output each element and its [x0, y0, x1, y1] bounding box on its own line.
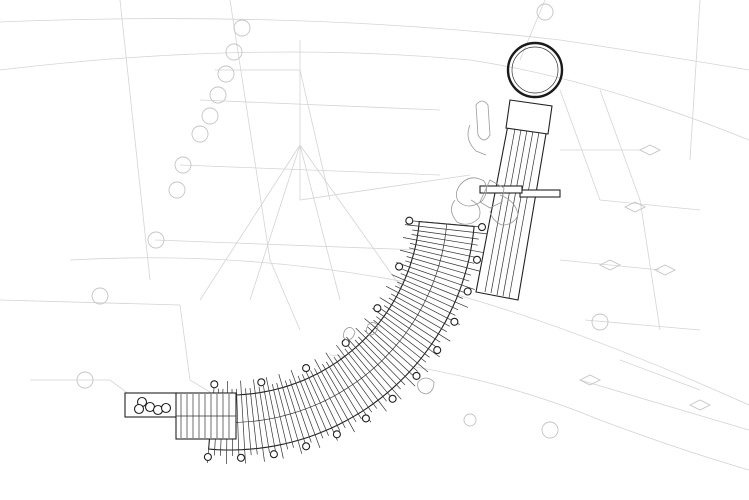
slat	[249, 387, 258, 455]
support-post	[472, 255, 482, 264]
slat	[322, 363, 357, 423]
slat	[314, 359, 355, 433]
support-post	[477, 223, 487, 232]
support-post	[203, 452, 212, 462]
slat	[391, 274, 469, 308]
slat	[344, 348, 387, 402]
slat	[310, 370, 341, 431]
slat	[372, 308, 440, 358]
slat	[301, 374, 329, 436]
slat	[354, 339, 401, 390]
slat	[367, 326, 419, 372]
support-post	[412, 371, 421, 380]
support-post	[373, 304, 382, 313]
slat	[404, 224, 488, 235]
slat	[240, 380, 246, 464]
slat	[364, 318, 429, 373]
slat	[412, 229, 479, 240]
human-figures	[343, 100, 519, 395]
slat	[265, 377, 284, 459]
slat	[336, 344, 387, 412]
slat	[376, 316, 430, 358]
slat	[253, 379, 265, 462]
slat	[263, 385, 276, 452]
slat	[333, 356, 372, 413]
slat	[396, 262, 475, 290]
slat	[289, 378, 312, 443]
slat	[388, 297, 447, 333]
slat	[408, 247, 475, 264]
radial-slats	[207, 220, 488, 465]
slat	[373, 319, 427, 363]
support-post	[302, 442, 311, 451]
slat	[271, 384, 289, 450]
support-post	[405, 216, 414, 225]
support-post	[302, 364, 311, 373]
slat	[402, 237, 485, 254]
support-post	[332, 430, 341, 439]
support-post	[395, 262, 404, 271]
slat	[276, 382, 294, 448]
slat	[400, 273, 464, 299]
support-posts	[203, 216, 487, 462]
slat	[405, 260, 470, 282]
slat	[326, 361, 362, 420]
slat	[236, 388, 240, 456]
slat	[379, 297, 451, 342]
slat	[402, 268, 466, 294]
slat	[348, 345, 392, 398]
slat	[400, 249, 481, 272]
support-post	[236, 453, 246, 462]
support-post	[269, 450, 278, 459]
slat	[297, 375, 324, 439]
circular-lookout	[506, 41, 564, 99]
slat	[346, 336, 402, 400]
slat	[337, 354, 378, 409]
slat	[258, 386, 270, 453]
slat	[395, 285, 456, 316]
support-post	[450, 317, 459, 326]
entry-platform	[124, 392, 237, 440]
site-guide-lines	[0, 0, 749, 471]
slat	[325, 352, 372, 423]
slat	[355, 327, 416, 387]
slat	[358, 336, 406, 386]
slat	[409, 243, 476, 258]
support-post	[341, 338, 350, 347]
slat	[284, 380, 306, 445]
support-post	[257, 378, 266, 387]
slat	[411, 234, 478, 246]
curved-pier	[208, 221, 475, 451]
slat	[406, 256, 472, 276]
slat	[245, 388, 252, 456]
slat	[314, 368, 346, 429]
support-post	[361, 414, 370, 423]
support-post	[388, 394, 397, 403]
support-post	[210, 380, 219, 389]
support-post	[463, 287, 472, 296]
slat	[290, 369, 321, 449]
slat	[364, 330, 414, 377]
support-post	[433, 346, 442, 355]
pier-deck-outline	[208, 221, 475, 451]
slat	[381, 309, 437, 348]
slat	[397, 281, 459, 311]
slat	[390, 293, 450, 327]
slat	[278, 374, 303, 454]
slat	[302, 364, 338, 441]
slat	[383, 305, 441, 343]
slat	[385, 285, 460, 325]
slat	[413, 220, 481, 228]
straight-pier-arm	[475, 99, 561, 301]
